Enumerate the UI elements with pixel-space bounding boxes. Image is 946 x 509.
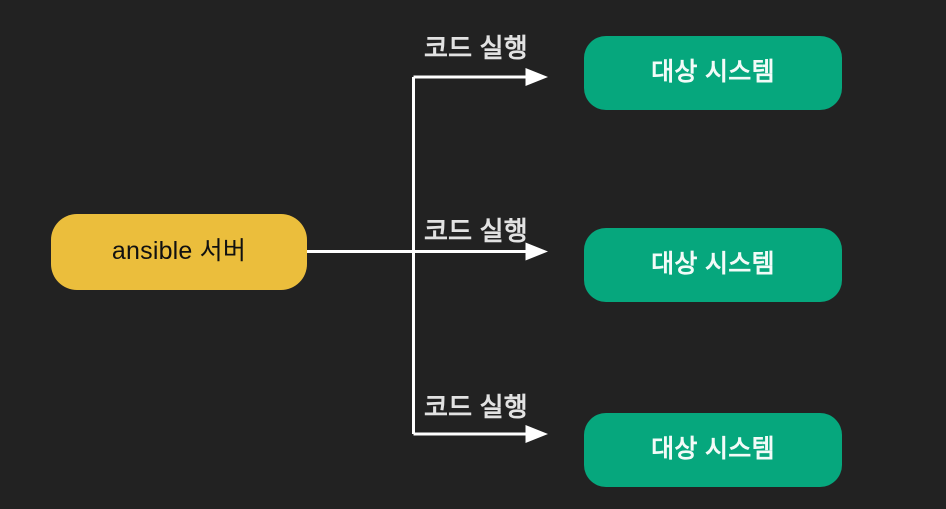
node-target-system-3[interactable]: 대상 시스템 bbox=[584, 413, 842, 487]
node-target-system-2[interactable]: 대상 시스템 bbox=[584, 228, 842, 302]
edge-label-execute-code-2: 코드 실행 bbox=[424, 216, 528, 246]
edge-label-execute-code-3: 코드 실행 bbox=[424, 392, 528, 422]
edge-label-execute-code-1: 코드 실행 bbox=[424, 33, 528, 63]
node-ansible-server[interactable]: ansible 서버 bbox=[51, 214, 307, 290]
node-target-system-1[interactable]: 대상 시스템 bbox=[584, 36, 842, 110]
